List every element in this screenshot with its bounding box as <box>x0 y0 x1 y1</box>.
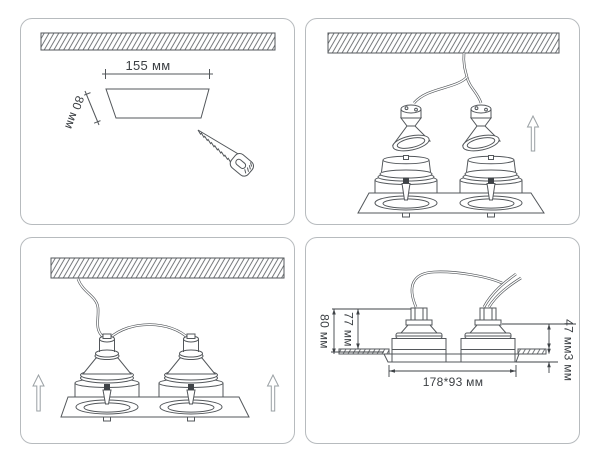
ceiling-hatch <box>40 32 276 51</box>
width-dimension-line <box>102 69 213 79</box>
cutout-hole <box>105 88 210 119</box>
downlight-frame <box>357 155 545 218</box>
ceiling-hatch <box>517 348 547 355</box>
up-arrow-icon <box>32 373 45 412</box>
downlight-frame <box>60 384 250 422</box>
mounted-lamp-right <box>158 333 224 397</box>
saw-icon <box>197 129 255 177</box>
installed-lamp-left <box>391 307 447 350</box>
panel-step2-wiring <box>305 18 580 225</box>
cutout-size-label: 178*93 мм <box>422 375 484 389</box>
step3-drawing <box>32 257 285 422</box>
width-dimension-label: 155 мм <box>125 58 171 73</box>
ceiling-hatch <box>338 348 390 355</box>
trim-plate <box>383 353 520 363</box>
depth-dimension-line <box>83 90 101 126</box>
trim-thickness-label: 3 мм <box>561 353 576 381</box>
up-arrow-icon <box>266 373 280 412</box>
step1-drawing <box>40 32 276 177</box>
power-wire <box>76 278 190 342</box>
panel-step4-dimensions: 80 мм 77 мм 47 мм 3 мм 178*93 мм <box>305 237 580 444</box>
height-outer-label: 80 мм <box>317 313 332 349</box>
panel-step1-cutout: 155 мм 80 мм <box>20 18 295 225</box>
lamp-bulb-right <box>461 104 502 152</box>
ceiling-hatch <box>50 257 285 279</box>
dimension-lines <box>331 308 576 377</box>
installed-lamp-right <box>460 307 516 350</box>
lamp-bulb-left <box>391 104 432 152</box>
power-wire <box>413 52 483 104</box>
lamp-housing-left <box>374 155 438 193</box>
step2-drawing <box>327 32 560 218</box>
up-arrow-icon <box>526 114 540 152</box>
mounted-lamp-left <box>74 333 140 397</box>
power-wire <box>410 270 522 308</box>
height-inner-label: 77 мм <box>341 312 356 347</box>
panel-step3-mounting <box>20 237 295 444</box>
ceiling-hatch <box>327 32 560 54</box>
housing-through-lines <box>391 349 516 362</box>
step4-drawing <box>331 270 576 377</box>
